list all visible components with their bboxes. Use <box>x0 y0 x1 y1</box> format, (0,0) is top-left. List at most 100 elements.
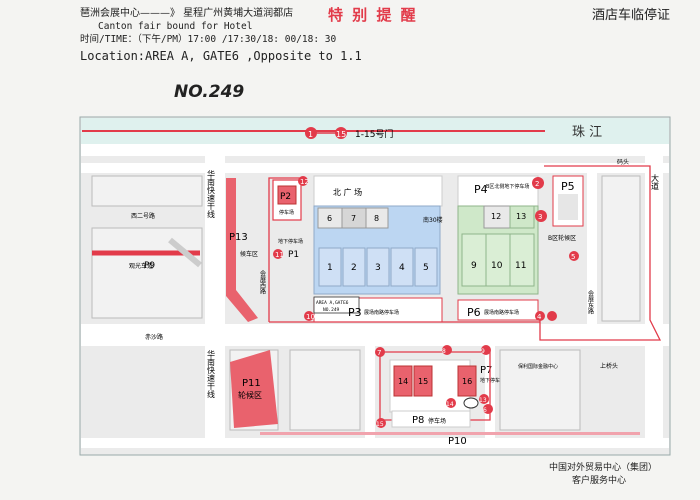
road-huizhan-donglu-label: 会展东路 <box>587 289 594 315</box>
river-label: 珠 江 <box>572 125 602 140</box>
hall-10 <box>485 233 511 287</box>
road-xierhao-label: 西二号路 <box>131 212 155 220</box>
block-e <box>601 175 641 322</box>
gate-7-label: 11 <box>275 251 284 259</box>
gate-12-label: 13 <box>479 397 487 404</box>
area-b-north <box>457 175 539 207</box>
north-square <box>313 175 443 207</box>
block-se <box>499 349 581 431</box>
road-haojing-label: 赤沙路 <box>145 333 163 341</box>
bus-west-route <box>268 177 305 322</box>
gate-circle-5 <box>569 251 579 261</box>
hall-14 <box>393 365 413 397</box>
p11-sub-label: 轮候区 <box>238 390 262 400</box>
hall-16-label: 16 <box>462 377 472 386</box>
road-huanan-expressway <box>205 156 225 446</box>
p2-sub-label: 停车场 <box>279 209 294 216</box>
gate-circle-9 <box>375 347 385 357</box>
p3-sub-label: 展场南路停车场 <box>364 309 399 316</box>
hall-15-label: 15 <box>418 377 428 386</box>
gate-circle-2 <box>532 177 544 189</box>
road-east <box>645 156 663 446</box>
gate-circle-1-label: 1 <box>308 130 313 139</box>
gate-circle-7 <box>273 249 283 259</box>
ferry-label: 码头 <box>617 158 629 166</box>
bus-stop-sign <box>313 296 360 314</box>
gate-14-label: 14 <box>446 401 454 408</box>
p6-sub-label: 展场南路停车场 <box>484 309 519 316</box>
hall-2-label: 2 <box>351 263 357 273</box>
hall-14-label: 14 <box>398 377 408 386</box>
queue-zone-label: B区轮候区 <box>548 234 576 242</box>
road-huanan-top-label: 华南快速干线 <box>207 169 216 218</box>
route-title: 琶洲会展中心———》 星程广州黄埔大道润都店 <box>80 8 294 19</box>
hall-5-label: 5 <box>423 263 429 273</box>
poly-label: 保利国际金融中心 <box>518 363 558 370</box>
hall-5 <box>414 247 438 287</box>
p8-label: P8 <box>412 415 424 426</box>
gate-11-label: 9 <box>481 348 485 355</box>
p4-label: P4 <box>474 183 488 196</box>
footer-org: 中国对外贸易中心（集团） <box>549 463 658 473</box>
p6-label: P6 <box>467 306 481 319</box>
gate-8-label: 12 <box>300 178 309 186</box>
bus-no-label: NO.249 <box>323 307 340 313</box>
footer-dept: 客户服务中心 <box>572 476 627 486</box>
p3-label: P3 <box>348 306 362 319</box>
hall-16 <box>457 365 477 397</box>
road-riverside <box>81 144 669 156</box>
gate-13-label: 6 <box>483 407 487 414</box>
block-sc <box>289 349 361 431</box>
road-xingang <box>81 324 669 346</box>
hall-4-label: 4 <box>399 263 405 273</box>
gate-circle-6 <box>304 311 314 321</box>
special-notice: 特 别 提 醒 <box>328 6 418 24</box>
gate-5-label: 5 <box>571 253 575 261</box>
hall-1 <box>318 247 342 287</box>
p11-label: P11 <box>242 378 261 389</box>
p1-sub-label: 地下停车场 <box>278 238 303 245</box>
road-inner-west <box>365 346 375 438</box>
gate-circle-4 <box>535 311 545 321</box>
hall-8-label: 8 <box>374 214 379 223</box>
p8-lot <box>391 410 471 428</box>
gate-circle-15-label: 15 <box>336 130 346 139</box>
p10-strip <box>260 432 640 435</box>
p8-sub-label: 停车场 <box>428 417 446 425</box>
bus-note-label: AREA A,GATE6 <box>316 300 349 306</box>
north-square-label: 北 广 场 <box>333 187 362 197</box>
p10-label: P10 <box>448 436 467 447</box>
road-huizhan-east <box>587 173 597 333</box>
p13-label: P13 <box>229 232 248 243</box>
route-title-en: Canton fair bound for Hotel <box>98 21 253 32</box>
p2-label: P2 <box>280 192 291 202</box>
p7-label: P7 <box>480 365 492 376</box>
gate-15b-label: 15 <box>376 421 384 428</box>
bus-south-loop <box>379 351 491 421</box>
schedule-time: 时间/TIME：（下午/PM）17:00 /17:30/18: 00/18: 3… <box>80 34 337 45</box>
gate-circle-13 <box>483 404 493 414</box>
gate-4-label: 4 <box>537 313 542 321</box>
building-30-label: 南30楼 <box>423 216 443 224</box>
route-number: NO.249 <box>174 82 245 102</box>
bus-loop-route <box>539 165 662 341</box>
hall-13 <box>509 205 535 229</box>
hall-11 <box>509 233 535 287</box>
block-w <box>91 227 203 319</box>
hotel-stop-permit: 酒店车临停证 <box>592 8 671 23</box>
gate-circle-3 <box>535 210 547 222</box>
pickup-location: Location:AREA A, GATE6 ,Opposite to 1.1 <box>80 49 362 63</box>
p5-label: P5 <box>561 180 575 193</box>
hall-13-label: 13 <box>516 212 526 221</box>
p11-lot <box>230 350 278 428</box>
gate-circle-1 <box>305 127 317 139</box>
road-south <box>81 438 669 448</box>
gate-circle-11 <box>481 345 491 355</box>
p1-label: P1 <box>288 250 299 260</box>
gate-10-label: 8 <box>442 348 446 355</box>
road-tangxia-label: 上桥头 <box>600 362 618 370</box>
gate-2-label: 2 <box>535 180 539 188</box>
hall-8 <box>365 207 389 229</box>
gate-circle-10 <box>442 345 452 355</box>
